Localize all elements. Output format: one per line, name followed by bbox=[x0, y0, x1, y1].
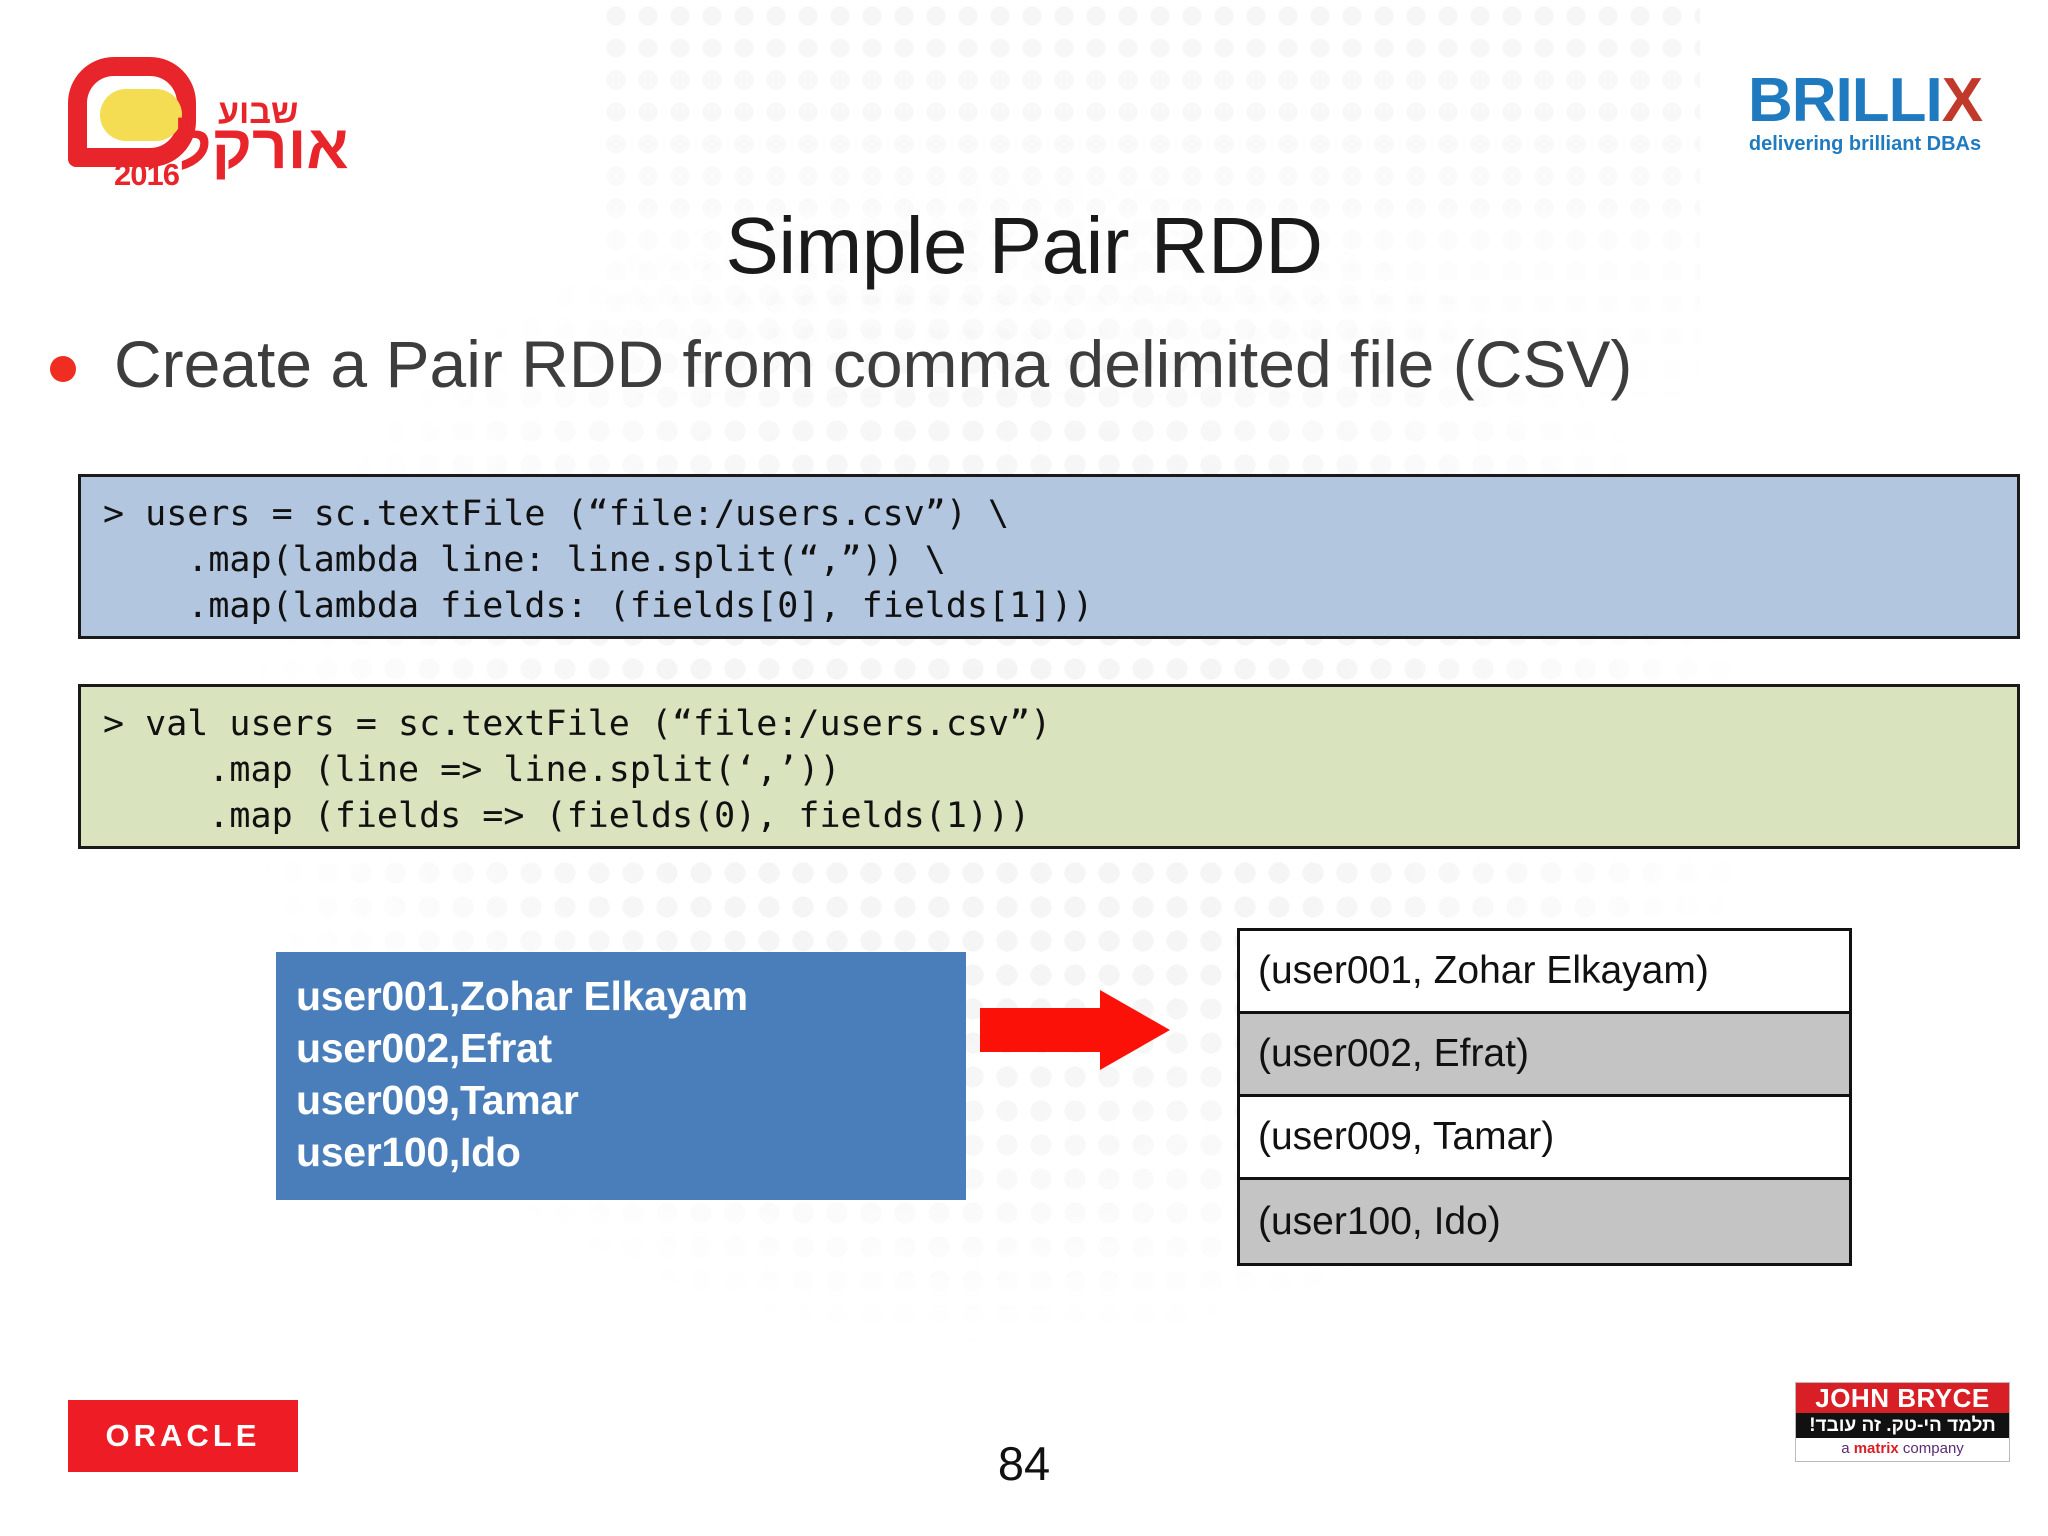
brillix-wordmark: BRILLIX bbox=[1710, 70, 2020, 132]
matrix-brand: matrix bbox=[1853, 1440, 1899, 1457]
csv-line: user100,Ido bbox=[296, 1129, 521, 1176]
oracle-week-ring-shape bbox=[68, 57, 196, 167]
brillix-logo: BRILLIX delivering brilliant DBAs bbox=[1710, 70, 2020, 168]
table-row: (user001, Zohar Elkayam) bbox=[1240, 931, 1849, 1014]
brillix-tagline: delivering brilliant DBAs bbox=[1748, 132, 1982, 155]
bullet-text: Create a Pair RDD from comma delimited f… bbox=[114, 327, 1633, 401]
table-row: (user009, Tamar) bbox=[1240, 1097, 1849, 1180]
brillix-wordmark-main: BRILLI bbox=[1747, 66, 1943, 135]
oracle-week-logo-icon: 2016 שבוע אורקל bbox=[58, 45, 388, 192]
csv-line: user001,Zohar Elkayam bbox=[296, 973, 748, 1019]
csv-source-box: user001,Zohar Elkayam user002,Efrat user… bbox=[276, 952, 966, 1200]
oracle-logo: ORACLE bbox=[68, 1400, 298, 1472]
oracle-week-hebrew-top: שבוע bbox=[218, 93, 299, 131]
bullet-row: Create a Pair RDD from comma delimited f… bbox=[40, 327, 2030, 401]
oracle-week-hebrew-main: אורקל bbox=[176, 113, 349, 182]
oracle-week-year: 2016 bbox=[114, 157, 180, 192]
scala-code-block: > val users = sc.textFile (“file:/users.… bbox=[78, 684, 2020, 849]
john-bryce-hebrew-tagline: תלמד הי-טק. זה עובד! bbox=[1796, 1413, 2009, 1438]
python-code-block: > users = sc.textFile (“file:/users.csv”… bbox=[78, 474, 2020, 639]
bullet-dot-icon bbox=[50, 356, 76, 382]
matrix-suffix: company bbox=[1898, 1440, 1964, 1457]
john-bryce-matrix-line: a matrix company bbox=[1796, 1438, 2009, 1460]
john-bryce-logo: JOHN BRYCE תלמד הי-טק. זה עובד! a matrix… bbox=[1795, 1382, 2010, 1462]
csv-line: user009,Tamar bbox=[296, 1077, 579, 1124]
page-title: Simple Pair RDD bbox=[725, 201, 1323, 290]
matrix-prefix: a bbox=[1841, 1440, 1854, 1457]
oracle-week-yolk-shape bbox=[100, 89, 182, 141]
csv-line: user002,Efrat bbox=[296, 1025, 552, 1072]
pair-rdd-output-table: (user001, Zohar Elkayam) (user002, Efrat… bbox=[1237, 928, 1852, 1266]
table-row: (user002, Efrat) bbox=[1240, 1014, 1849, 1097]
table-row: (user100, Ido) bbox=[1240, 1180, 1849, 1263]
page-number: 84 bbox=[997, 1437, 1051, 1490]
oracle-logo-text: ORACLE bbox=[105, 1418, 261, 1453]
brillix-wordmark-accent: X bbox=[1941, 66, 1983, 135]
john-bryce-name: JOHN BRYCE bbox=[1796, 1383, 2009, 1413]
red-arrow-icon bbox=[980, 990, 1170, 1070]
red-arrow-svg bbox=[980, 990, 1170, 1070]
